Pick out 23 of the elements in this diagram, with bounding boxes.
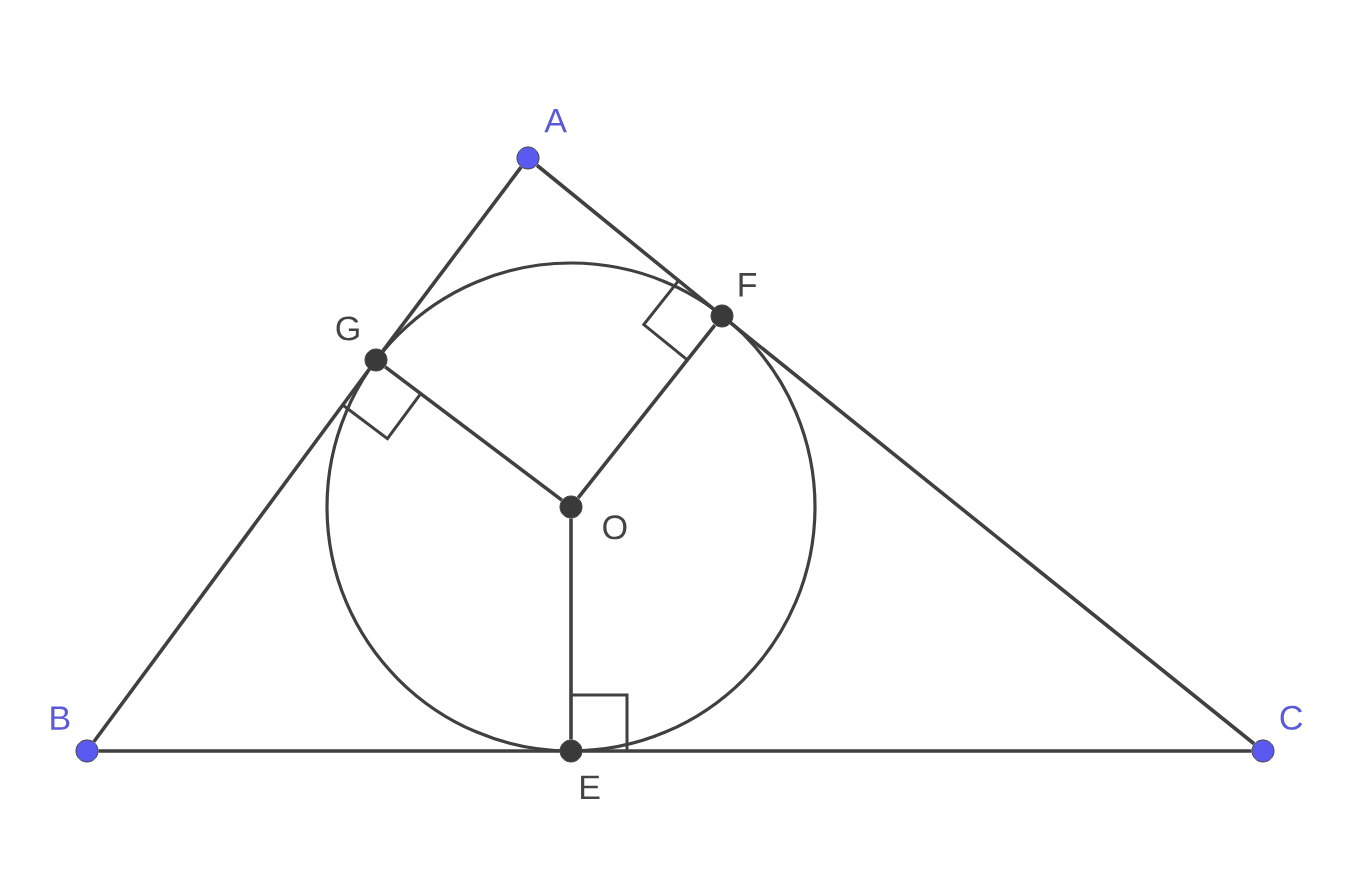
segment	[384, 365, 563, 502]
point: G	[336, 316, 388, 372]
node-label: B	[51, 706, 70, 730]
node-label: A	[544, 108, 567, 133]
node-label: E	[581, 775, 600, 800]
node-label: C	[1280, 705, 1303, 730]
segment	[535, 163, 715, 311]
node-label: O	[603, 515, 627, 540]
segment	[98, 749, 560, 753]
segment	[729, 321, 1256, 746]
segment	[576, 323, 717, 500]
segment	[381, 166, 523, 352]
point: F	[710, 273, 757, 328]
node-label: F	[739, 273, 757, 297]
point: B	[51, 706, 99, 763]
point: O	[559, 495, 627, 540]
segment	[582, 749, 1252, 753]
segment	[92, 368, 371, 743]
node-label: G	[336, 316, 359, 341]
point: C	[1251, 705, 1303, 763]
point: A	[516, 108, 567, 170]
point: E	[559, 739, 600, 800]
segment	[569, 518, 573, 740]
